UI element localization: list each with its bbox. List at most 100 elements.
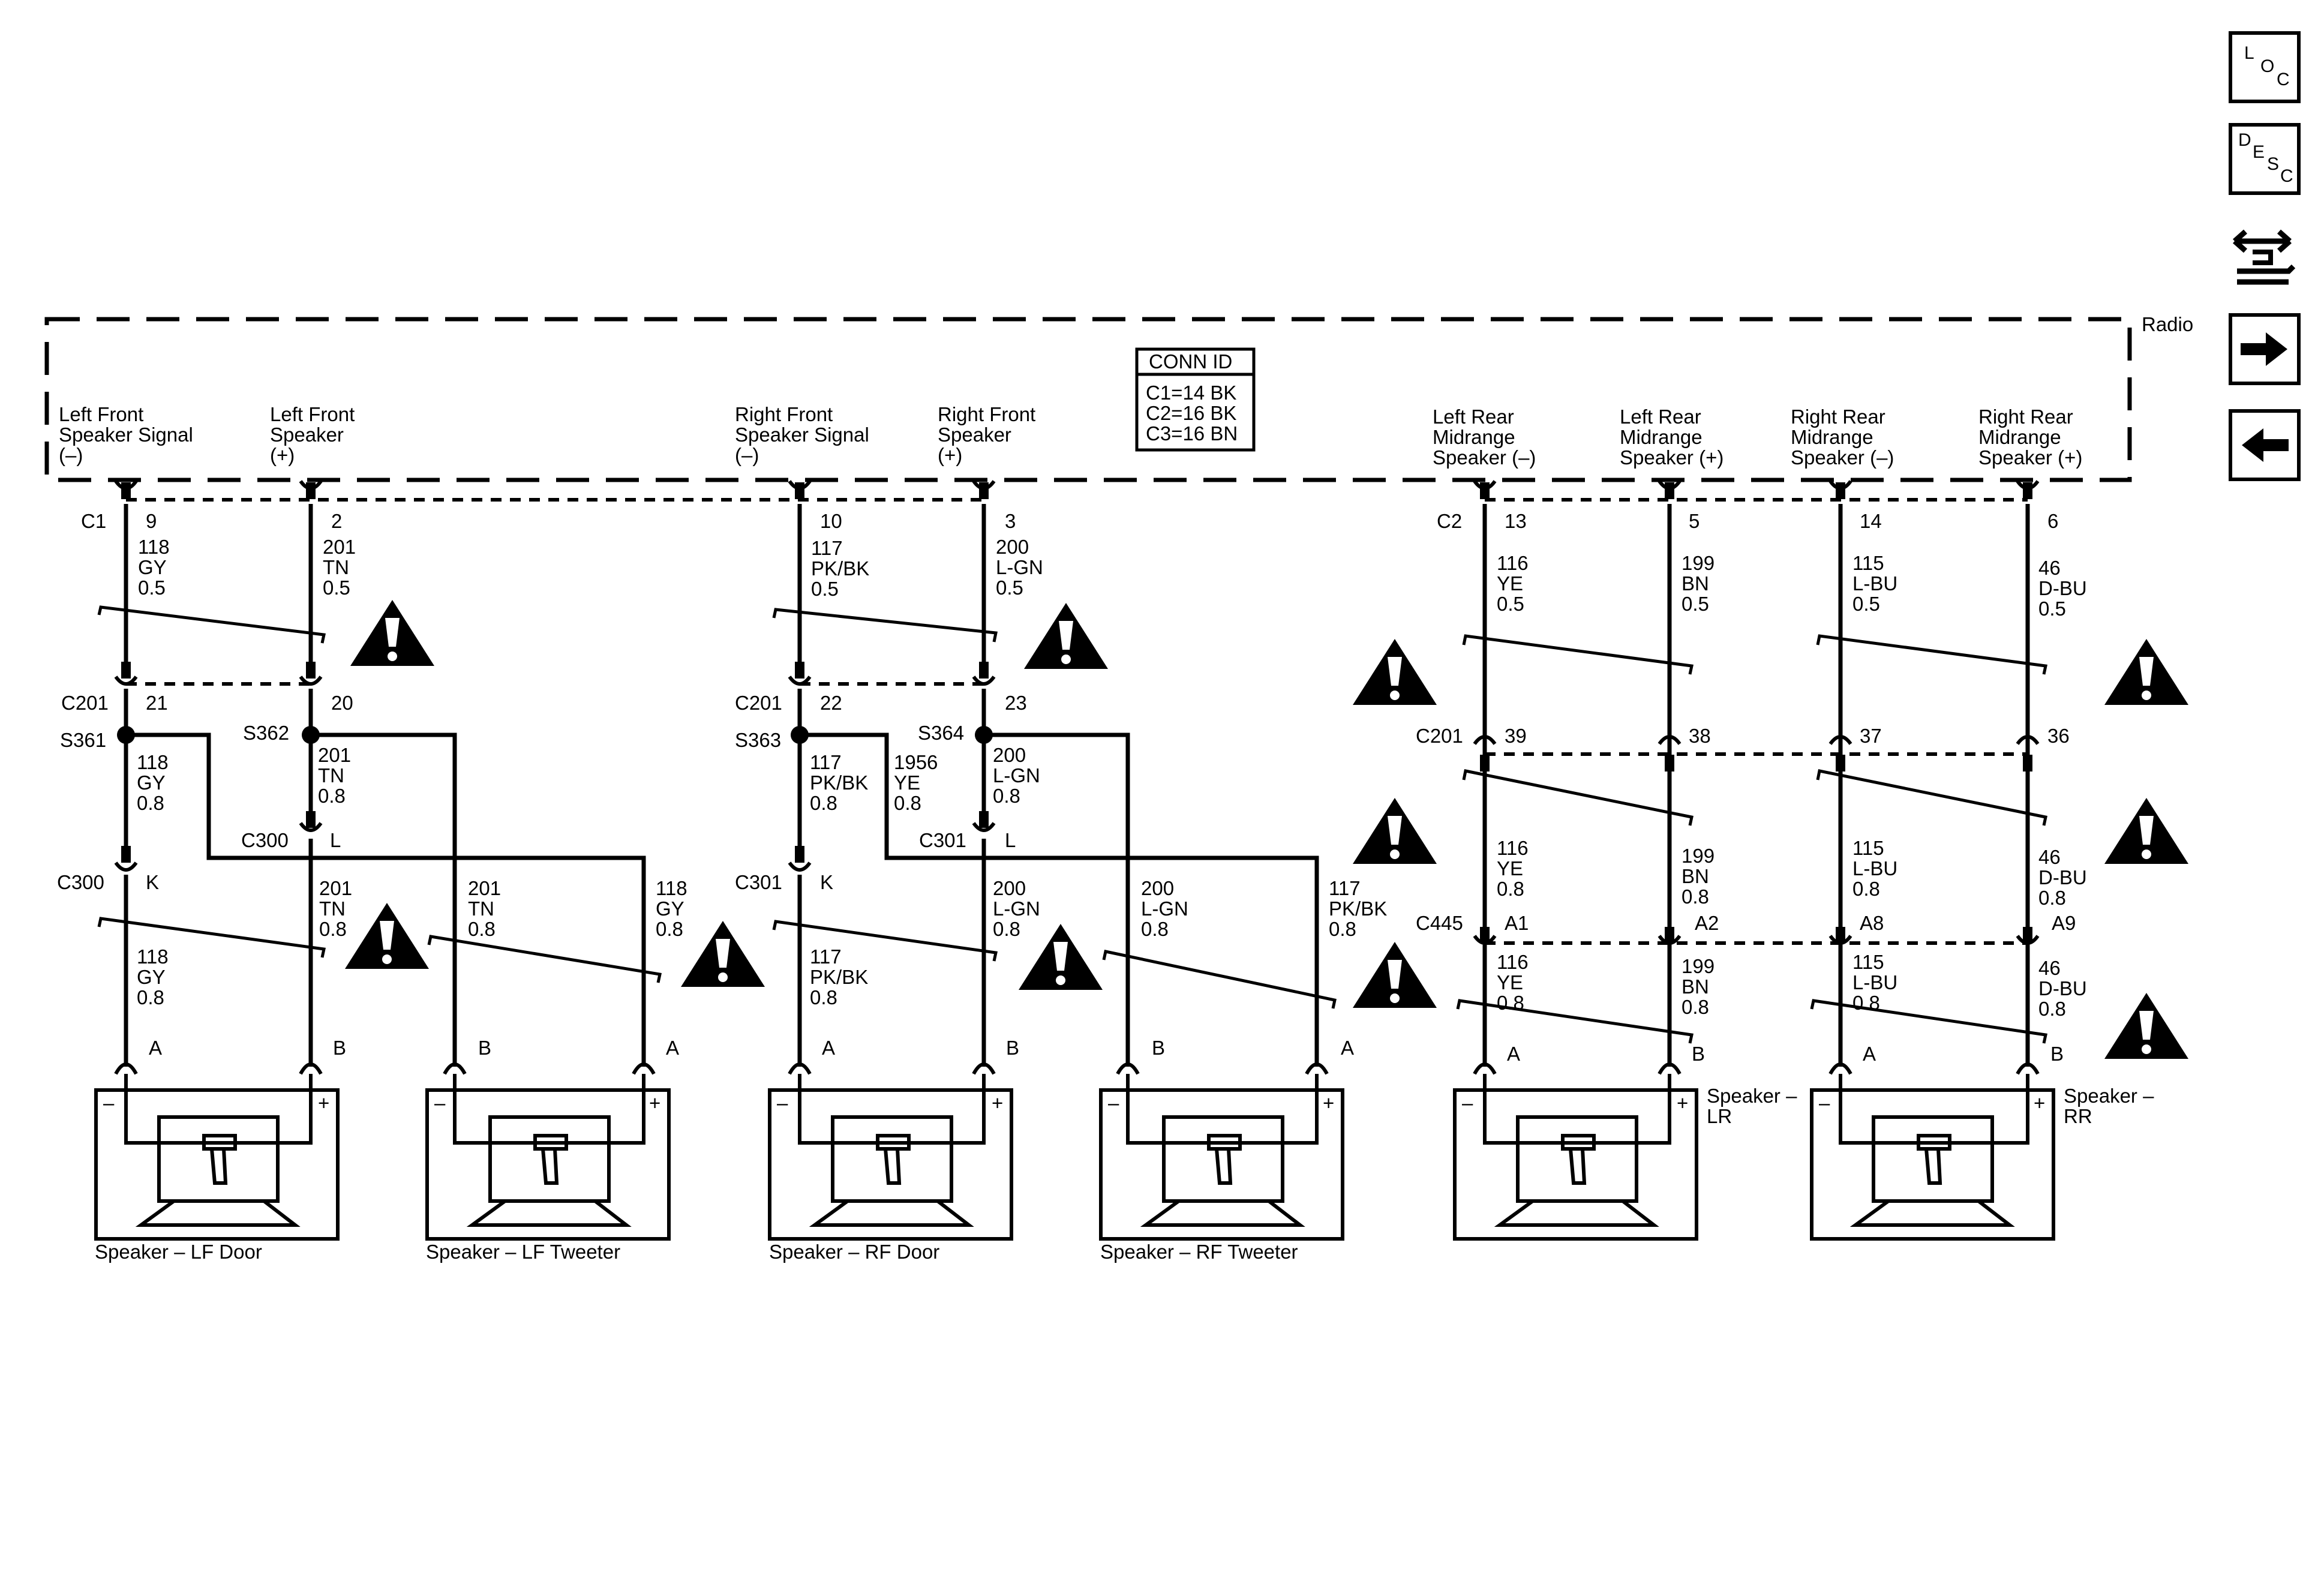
- wire-201-tn-tweeter: [311, 733, 457, 1067]
- desc-button[interactable]: D E S C: [2229, 123, 2301, 195]
- wire-label: 116: [1497, 837, 1529, 859]
- desc-letter-d: D: [2238, 130, 2251, 150]
- next-button[interactable]: [2229, 313, 2301, 385]
- speaker-lf-tweeter: [425, 1074, 671, 1241]
- connector-view-button[interactable]: [2229, 216, 2301, 288]
- wire-label: 0.8: [318, 785, 346, 807]
- wire-label: 0.5: [138, 577, 166, 599]
- terminal-label: Right Front: [735, 403, 833, 425]
- pin-number: 10: [820, 510, 842, 532]
- arrow-left-icon: [2242, 428, 2289, 462]
- wire-label: BN: [1682, 975, 1709, 998]
- shield-line: [97, 605, 326, 644]
- shield-line: [1462, 634, 1694, 675]
- speaker-pin: A: [666, 1037, 679, 1059]
- polarity-neg: –: [1462, 1092, 1473, 1114]
- polarity-neg: –: [103, 1092, 115, 1114]
- speaker-pin: B: [333, 1037, 346, 1059]
- splice-s362: [302, 726, 320, 744]
- speaker-pin: B: [1692, 1043, 1705, 1065]
- terminal-label: Left Rear: [1620, 406, 1701, 428]
- previous-button[interactable]: [2229, 409, 2301, 481]
- shield-line: [1816, 634, 2048, 675]
- pin-number: A8: [1860, 912, 1884, 934]
- speaker-name: Speaker –: [1707, 1085, 1797, 1107]
- wire-label: 116: [1497, 951, 1529, 973]
- caution-triangle-icon: [681, 921, 765, 987]
- wire-118-gy-branch: [126, 733, 311, 860]
- radio-module-outline: [44, 317, 2132, 482]
- speaker-pin: A: [1863, 1043, 1876, 1065]
- wire-label: 0.8: [2038, 887, 2066, 909]
- wire-label: GY: [137, 966, 166, 988]
- wire-label: 201: [323, 536, 356, 558]
- polarity-neg: –: [777, 1092, 788, 1114]
- wire-label: 1956: [894, 751, 938, 773]
- terminal-label: Midrange: [1433, 426, 1515, 448]
- speaker-name: Speaker – RF Door: [769, 1241, 939, 1263]
- conn-id-line: C1=14 BK: [1146, 382, 1236, 404]
- shield-line: [1462, 769, 1694, 826]
- terminal-label: Speaker Signal: [735, 424, 869, 446]
- wire-label: L-BU: [1852, 857, 1897, 879]
- polarity-pos: +: [649, 1092, 660, 1114]
- speaker-pin: A: [1507, 1043, 1520, 1065]
- wire-label: PK/BK: [1329, 897, 1387, 920]
- pin-letter: L: [1005, 829, 1016, 851]
- wire-label: 118: [137, 945, 169, 968]
- loc-letter-o: O: [2260, 56, 2275, 76]
- connector-label-c201: C201: [61, 692, 109, 714]
- terminal-label: Speaker: [938, 424, 1011, 446]
- pin-number: 39: [1505, 725, 1527, 747]
- polarity-pos: +: [318, 1092, 329, 1114]
- conn-id-title: CONN ID: [1149, 350, 1232, 373]
- wire-label: 117: [810, 751, 842, 773]
- wire-label: TN: [319, 897, 346, 920]
- speaker-pin: B: [478, 1037, 491, 1059]
- wire-label: YE: [894, 772, 920, 794]
- wire-label: 0.8: [993, 918, 1020, 940]
- pin-number: 36: [2047, 725, 2070, 747]
- wire-label: 0.8: [137, 792, 164, 814]
- terminal-label: (+): [270, 444, 295, 466]
- polarity-neg: –: [1819, 1092, 1830, 1114]
- wire-label: 0.8: [894, 792, 921, 814]
- polarity-pos: +: [2034, 1092, 2045, 1114]
- loc-letter-c: C: [2277, 70, 2290, 89]
- wire-label: PK/BK: [811, 557, 869, 580]
- pin-number: 6: [2047, 510, 2058, 532]
- connector-label-c2: C2: [1437, 510, 1462, 532]
- terminal-label: (–): [735, 444, 759, 466]
- speaker-pin: A: [822, 1037, 835, 1059]
- wire-label: 200: [993, 877, 1026, 899]
- pin-number: 3: [1005, 510, 1016, 532]
- pin-number: 5: [1689, 510, 1700, 532]
- wire-label: 0.5: [996, 577, 1023, 599]
- terminal-cups: [114, 480, 2040, 1075]
- speaker-pin: A: [149, 1037, 162, 1059]
- pin-number: 20: [331, 692, 353, 714]
- wire-label: 118: [138, 536, 170, 558]
- caution-triangle-icon: [1353, 942, 1437, 1008]
- speaker-pin: A: [1341, 1037, 1354, 1059]
- pin-number: 13: [1505, 510, 1527, 532]
- wire-label: L-BU: [1852, 971, 1897, 993]
- wire-label: L-GN: [993, 764, 1040, 786]
- wire-label: 0.5: [2038, 598, 2066, 620]
- connector-label-c1: C1: [81, 510, 106, 532]
- terminal-label: Midrange: [1620, 426, 1703, 448]
- terminal-label: Left Front: [59, 403, 143, 425]
- speaker-pin: B: [1006, 1037, 1019, 1059]
- pin-number: 22: [820, 692, 842, 714]
- wire-label: BN: [1682, 572, 1709, 595]
- pin-number: 9: [146, 510, 157, 532]
- wire-label: 199: [1682, 955, 1715, 977]
- shield-line: [1102, 950, 1337, 1009]
- wire-label: 200: [1141, 877, 1174, 899]
- pin-letter: K: [820, 871, 833, 893]
- loc-button[interactable]: L O C: [2229, 31, 2301, 103]
- wire-label: 201: [318, 744, 351, 766]
- pin-number: 37: [1860, 725, 1882, 747]
- arrow-right-icon: [2241, 332, 2287, 366]
- connector-label-c445: C445: [1416, 912, 1463, 934]
